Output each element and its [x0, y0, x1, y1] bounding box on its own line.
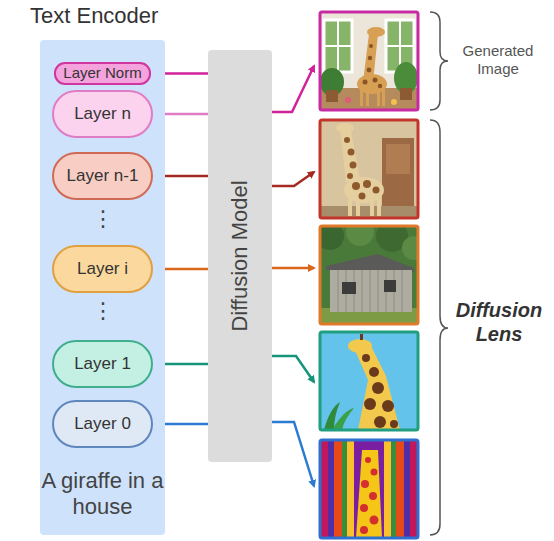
brace [430, 12, 448, 110]
layer-box: Layer n [52, 90, 153, 138]
image-frame [320, 120, 418, 218]
layer-box: Layer n-1 [52, 152, 153, 200]
generated-image [320, 120, 418, 218]
layer-label: Layer i [77, 260, 128, 279]
layer-label: Layer Norm [63, 65, 141, 82]
diffusion-model-box: Diffusion Model [208, 50, 272, 462]
layer-label: Layer n [74, 105, 131, 124]
layer-box: Layer i [52, 245, 153, 293]
layer-label: Layer n-1 [67, 167, 139, 186]
generated-image [320, 332, 418, 430]
layer-box: Layer 1 [52, 340, 153, 388]
image-frame [320, 332, 418, 430]
layer-label: Layer 0 [74, 415, 131, 434]
layer-label: Layer 1 [74, 355, 131, 374]
layer-box: Layer 0 [52, 400, 153, 448]
output-arrow [272, 422, 314, 486]
layer-box: Layer Norm [54, 62, 151, 85]
output-arrow [272, 356, 314, 382]
ellipsis-dots: ⋮ [92, 206, 114, 232]
output-arrow [272, 172, 314, 186]
brace [430, 120, 448, 535]
model-label: Diffusion Model [227, 180, 253, 331]
group-label: Diffusion Lens [450, 298, 548, 346]
generated-image [320, 12, 418, 110]
output-arrow [272, 267, 314, 270]
image-frame [320, 12, 418, 110]
group-label: Generated Image [452, 42, 544, 78]
output-arrow [272, 66, 314, 112]
prompt-text: A giraffe in a house [40, 468, 165, 521]
generated-image [320, 226, 418, 324]
image-frame [320, 440, 418, 538]
generated-image [320, 440, 418, 538]
ellipsis-dots: ⋮ [92, 298, 114, 324]
image-frame [320, 226, 418, 324]
encoder-title: Text Encoder [30, 3, 158, 29]
encoder-panel: Text EncoderA giraffe in a houseLayer No… [40, 40, 165, 535]
